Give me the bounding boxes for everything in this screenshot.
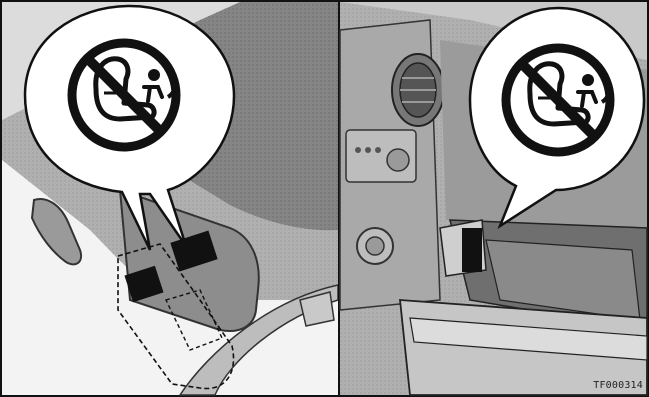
figure-code: TF000314: [593, 380, 643, 391]
warning-label-dashboard: [462, 228, 482, 272]
air-vent: [392, 54, 444, 126]
left-panel: [2, 2, 338, 395]
right-panel: [340, 2, 647, 395]
no-child-seat-airbag-warning-icon: [506, 48, 610, 152]
no-child-seat-airbag-warning-icon: [72, 43, 176, 147]
